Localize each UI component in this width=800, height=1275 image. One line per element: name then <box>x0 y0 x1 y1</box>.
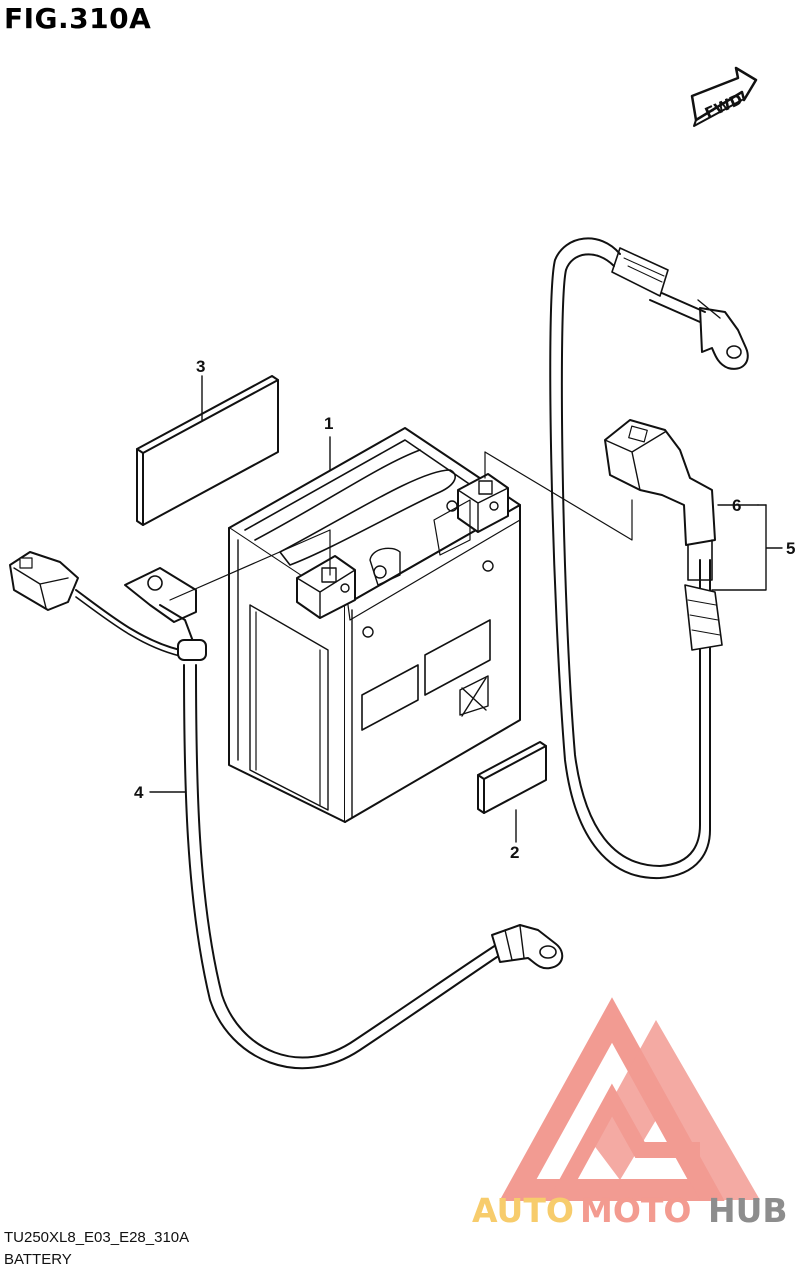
battery-pad-top <box>136 375 279 526</box>
watermark-hub: HUB <box>708 1191 788 1230</box>
callout-6: 6 <box>732 496 741 515</box>
watermark-auto: AUTO <box>472 1191 574 1230</box>
diagram-code: TU250XL8_E03_E28_310A <box>4 1229 190 1246</box>
figure-title: FIG.310A <box>4 2 152 35</box>
diagram-caption: BATTERY <box>4 1251 72 1268</box>
callout-3: 3 <box>196 357 205 376</box>
callout-5: 5 <box>786 539 795 558</box>
battery-pad-bottom <box>477 741 547 814</box>
negative-terminal <box>296 555 356 619</box>
callout-1: 1 <box>324 414 333 433</box>
watermark-moto: MOTO <box>580 1191 691 1230</box>
leader-lines <box>149 375 783 843</box>
negative-cable <box>9 551 564 1070</box>
assembly-guide-lines <box>169 451 633 601</box>
positive-cable <box>549 237 749 880</box>
battery <box>228 427 521 823</box>
watermark-logo-icon: AUTO MOTO HUB <box>472 997 788 1230</box>
callout-2: 2 <box>510 843 519 862</box>
callout-4: 4 <box>134 783 144 802</box>
fwd-arrow-icon: FWD <box>690 66 758 127</box>
